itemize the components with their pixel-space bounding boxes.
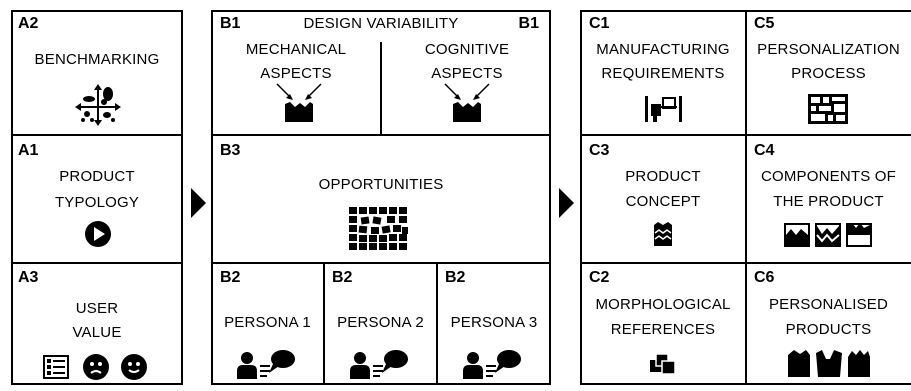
cell-code: A1 <box>18 142 39 159</box>
cell-label-line2: PRODUCTS <box>785 321 872 338</box>
cell-code: B2 <box>445 269 466 286</box>
cell-code: C4 <box>754 142 775 159</box>
cell-label-line1: PRODUCT <box>625 168 701 185</box>
cell-title: DESIGN VARIABILITY <box>303 15 459 32</box>
cell-label-line1: MORPHOLOGICAL <box>595 296 731 313</box>
cell-label-line1: PRODUCT <box>59 168 135 185</box>
cell-label-line2: REQUIREMENTS <box>601 65 725 82</box>
panel-b <box>211 10 551 385</box>
cell-code: A2 <box>18 15 39 32</box>
cell-code: C6 <box>754 269 775 286</box>
components-icon <box>784 223 872 247</box>
panel-a <box>11 10 183 385</box>
flow-arrow-b-to-c <box>559 188 574 218</box>
cell-code-left: B1 <box>220 15 241 32</box>
product-concept-icon <box>654 222 672 246</box>
cell-code: C2 <box>589 269 610 286</box>
garments-icon <box>788 350 870 377</box>
persona-label: PERSONA 3 <box>450 314 538 331</box>
cell-c3-product-concept: C3 PRODUCT CONCEPT <box>580 135 746 263</box>
persona-label: PERSONA 2 <box>337 314 424 331</box>
cell-label-line2: VALUE <box>72 324 122 341</box>
cell-code: C5 <box>754 15 775 32</box>
cell-c6-personalised-products: C6 PERSONALISED PRODUCTS <box>746 263 911 385</box>
persona-speech-icon <box>237 350 295 379</box>
cell-label: BENCHMARKING <box>34 51 160 68</box>
cell-label-line1: COMPONENTS OF <box>760 168 897 185</box>
cell-code: B2 <box>220 269 241 286</box>
mechanical-line2: ASPECTS <box>260 65 332 82</box>
cell-code-right: B1 <box>518 15 539 32</box>
cell-label-line2: REFERENCES <box>610 321 716 338</box>
cell-code: A3 <box>18 269 39 286</box>
cell-code: C1 <box>589 15 610 32</box>
cell-code: B2 <box>332 269 353 286</box>
persona-speech-icon <box>350 350 408 379</box>
cell-label-line2: PROCESS <box>791 65 866 82</box>
manufacturing-icon <box>645 96 682 122</box>
cell-label-line2: TYPOLOGY <box>54 194 140 211</box>
cell-label-line2: THE PRODUCT <box>773 193 884 210</box>
overlapping-shapes-icon <box>650 353 676 375</box>
divider <box>211 262 551 264</box>
cell-a1-product-typology: A1 PRODUCT TYPOLOGY <box>11 135 183 263</box>
cell-label-line1: PERSONALIZATION <box>757 41 900 58</box>
play-circle-icon <box>85 221 111 247</box>
cell-c2-morphological-references: C2 MORPHOLOGICAL REFERENCES <box>580 263 746 385</box>
container-arrow-icon <box>444 83 490 122</box>
persona-speech-icon <box>463 350 521 379</box>
divider <box>211 134 551 136</box>
brick-wall-icon <box>349 207 408 250</box>
cell-b2-persona-3: B2 PERSONA 3 <box>437 263 551 385</box>
flow-arrow-a-to-b <box>191 188 206 218</box>
process-grid-icon <box>808 94 848 124</box>
cognitive-line1: COGNITIVE <box>424 41 510 58</box>
cell-label-line1: MANUFACTURING <box>596 41 730 58</box>
divider <box>745 10 747 385</box>
cognitive-line2: ASPECTS <box>431 65 503 82</box>
scatter-cross-icon <box>75 84 121 126</box>
cell-label-line1: PERSONALISED <box>768 296 889 313</box>
divider <box>11 262 183 264</box>
divider <box>380 42 382 134</box>
cell-a3-user-value: A3 USER VALUE <box>11 263 183 385</box>
cell-b3-opportunities: B3 OPPORTUNITIES <box>211 135 551 263</box>
container-arrow-icon <box>276 83 322 122</box>
mechanical-line1: MECHANICAL <box>245 41 347 58</box>
cell-b1-design-variability: B1 B1 DESIGN VARIABILITY MECHANICAL ASPE… <box>211 10 551 135</box>
cell-code: C3 <box>589 142 610 159</box>
cell-c5-personalization-process: C5 PERSONALIZATION PROCESS <box>746 10 911 135</box>
divider <box>11 134 183 136</box>
cell-label-line1: USER <box>75 300 119 317</box>
cell-label: OPPORTUNITIES <box>318 176 444 193</box>
checklist-icon <box>43 355 69 379</box>
sad-face-icon <box>83 354 109 380</box>
divider <box>436 262 438 385</box>
cell-code: B3 <box>220 142 241 159</box>
happy-face-icon <box>121 354 147 380</box>
cell-c1-manufacturing-requirements: C1 MANUFACTURING REQUIREMENTS <box>580 10 746 135</box>
cell-label-line2: CONCEPT <box>625 193 701 210</box>
persona-label: PERSONA 1 <box>224 314 311 331</box>
cell-a2-benchmarking: A2 BENCHMARKING <box>11 10 183 135</box>
cell-b2-persona-1: B2 PERSONA 1 <box>211 263 324 385</box>
cell-c4-components-of-the-product: C4 COMPONENTS OF THE PRODUCT <box>746 135 911 263</box>
divider <box>323 262 325 385</box>
cell-b2-persona-2: B2 PERSONA 2 <box>324 263 437 385</box>
